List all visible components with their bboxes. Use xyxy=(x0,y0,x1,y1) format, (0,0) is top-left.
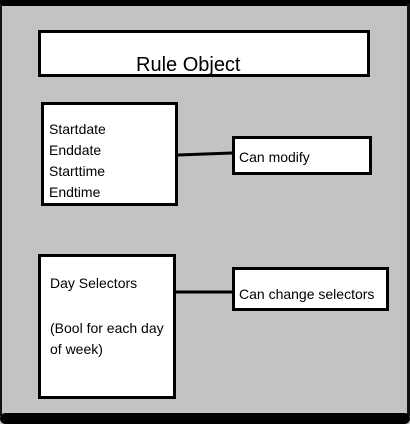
day-selectors-note: (Bool for each day of week) xyxy=(50,320,164,357)
date-time-fields-list: Startdate Enddate Starttime Endtime xyxy=(49,119,106,203)
can-modify-label: Can modify xyxy=(239,149,310,165)
date-time-fields-box: Startdate Enddate Starttime Endtime xyxy=(41,102,178,206)
field-startdate: Startdate xyxy=(49,121,106,137)
right-border xyxy=(407,4,410,416)
rule-object-box: Rule Object xyxy=(38,30,370,77)
rule-object-title: Rule Object xyxy=(136,54,241,76)
fields-to-modify-connector xyxy=(177,151,233,157)
can-change-selectors-label: Can change selectors xyxy=(239,286,375,302)
day-selectors-box: Day Selectors (Bool for each day of week… xyxy=(38,254,176,399)
left-border xyxy=(0,4,2,416)
day-selectors-title: Day Selectors xyxy=(50,275,138,291)
field-enddate: Enddate xyxy=(49,142,102,158)
field-starttime: Starttime xyxy=(49,163,106,179)
bottom-border xyxy=(0,413,410,424)
field-endtime: Endtime xyxy=(49,184,101,200)
can-change-selectors-box: Can change selectors xyxy=(232,267,389,311)
top-border xyxy=(0,0,410,6)
can-modify-box: Can modify xyxy=(232,136,372,175)
